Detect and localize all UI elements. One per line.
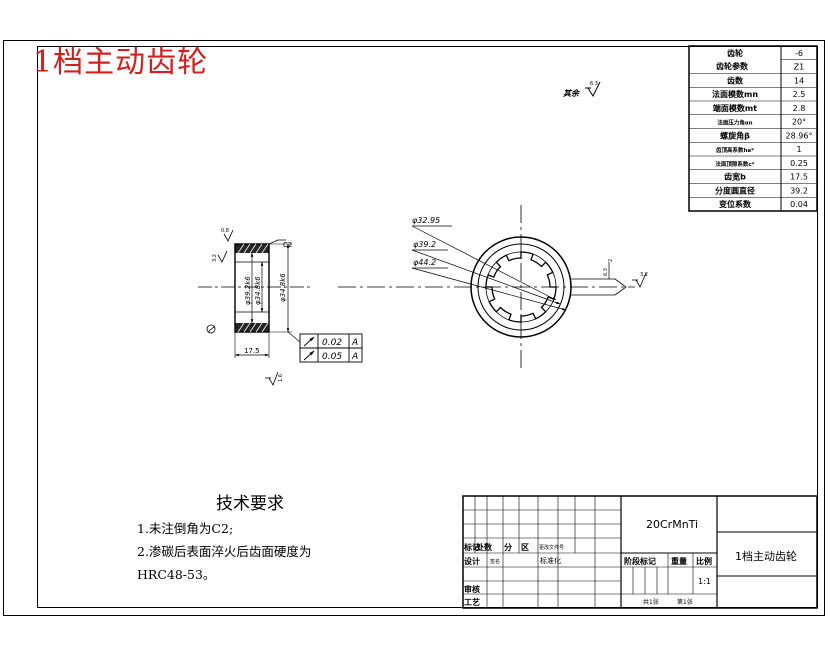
review-label: 审核	[464, 584, 480, 594]
table-header-label: 齿轮参数	[716, 61, 749, 71]
sheet-no: 第1张	[677, 598, 693, 606]
scale-label: 比例	[696, 556, 712, 566]
zone-label: 分	[504, 542, 512, 552]
table-param-value: 20°	[792, 118, 806, 127]
spline-note-2: 2	[608, 259, 614, 262]
bottom-tooth-hatch	[235, 323, 269, 332]
table-param-name: 齿轮	[727, 48, 743, 58]
dia-label-2: φ34.8k6	[254, 276, 262, 305]
weight-label: 重量	[671, 556, 687, 566]
dia-label-1: φ39.2k6	[244, 276, 252, 305]
gear-section-view: φ39.2k6 φ34.8k6 φ34.8k6 C2 0.8 3.2 17.5	[198, 228, 363, 386]
others-roughness-note: 其余 6.3	[563, 81, 601, 98]
chamfer-label: C2	[283, 241, 292, 249]
title-block: 20CrMnTi 1档主动齿轮 标记 处数 分 区 更改文件号 设计 签名 标准…	[462, 495, 818, 609]
outer-border	[3, 40, 825, 616]
table-param-name: 齿顶高系数ha*	[716, 146, 754, 154]
table-param-name: 法面压力角αn	[717, 119, 752, 127]
spline-note: 6.3	[603, 268, 609, 276]
front-dia-3: φ44.2	[413, 258, 436, 267]
tolerance-frame-2: 0.05 A	[299, 347, 363, 363]
table-param-name: 法面顶隙系数c*	[715, 160, 754, 168]
table-param-value: Z1	[794, 63, 805, 72]
region-label: 区	[521, 543, 529, 552]
table-param-value: 0.04	[790, 200, 808, 209]
table-param-name: 螺旋角β	[720, 130, 750, 140]
pitch-circle	[477, 243, 565, 331]
tol-2-datum: A	[351, 352, 358, 362]
tol-2-value: 0.05	[322, 352, 342, 362]
width-dim: 17.5	[244, 347, 260, 355]
table-param-value: -6	[795, 49, 803, 58]
outer-circle	[470, 236, 572, 338]
standard-label: 标准化	[540, 556, 561, 565]
table-param-value: 2.8	[793, 104, 806, 113]
dia-label-3: φ34.8k6	[279, 273, 287, 302]
others-label: 其余	[563, 88, 581, 98]
sheets-total: 共1张	[643, 598, 659, 606]
table-param-value: 14	[794, 76, 804, 85]
count-label: 处数	[475, 542, 493, 552]
design-sign: 签名	[490, 558, 500, 565]
top-tooth-hatch	[235, 244, 269, 253]
front-dia-2: φ39.2	[413, 240, 436, 249]
material: 20CrMnTi	[646, 518, 698, 531]
process-label: 工艺	[464, 597, 480, 607]
tech-line-2: 2.渗碳后表面淬火后齿面硬度为	[137, 544, 312, 559]
part-name: 1档主动齿轮	[735, 549, 797, 563]
table-param-name: 齿宽b	[724, 172, 746, 182]
front-dia-1: φ32.95	[412, 216, 440, 225]
table-param-value: 0.25	[790, 159, 808, 168]
others-roughness-value: 6.3	[590, 81, 598, 87]
spline-profile	[485, 251, 557, 323]
table-param-value: 2.5	[793, 90, 806, 99]
front-roughness: 3.2	[640, 272, 648, 278]
roughness-3: 1.6	[278, 374, 284, 382]
table-param-name: 法面模数mn	[712, 89, 758, 99]
gear-front-view: φ32.95 φ39.2 φ44.2 6.3 2 3.2	[338, 205, 648, 368]
tolerance-frame-1: 0.02 A	[299, 333, 363, 349]
inner-border	[37, 46, 818, 608]
roughness-2: 3.2	[212, 254, 218, 262]
table-param-name: 变位系数	[719, 199, 752, 209]
change-label: 更改文件号	[539, 544, 564, 551]
tech-line-3: HRC48-53。	[137, 567, 216, 582]
design-label: 设计	[464, 556, 480, 566]
tol-1-datum: A	[351, 338, 358, 348]
roughness-1: 0.8	[221, 228, 229, 234]
table-param-name: 齿数	[727, 75, 744, 85]
table-param-name: 分度圆直径	[715, 185, 755, 195]
tech-line-1: 1.未注倒角为C2;	[137, 521, 234, 536]
drawing-title: 1档主动齿轮	[33, 45, 209, 80]
tech-requirements-title: 技术要求	[216, 494, 284, 514]
tol-1-value: 0.02	[322, 338, 342, 348]
table-param-value: 1	[796, 145, 801, 154]
stage-label: 阶段标记	[624, 556, 656, 566]
table-param-value: 28.96°	[786, 131, 813, 140]
table-param-value: 39.2	[790, 186, 808, 195]
table-param-value: 17.5	[790, 173, 808, 182]
scale-value: 1:1	[698, 577, 711, 586]
gear-parameter-table: 齿轮 -6Z1 齿数 14 法面模数mn 2.5 端面模数mt 2.8 法面压力角αn 20° 螺旋…	[688, 45, 818, 212]
mark-label: 标记	[463, 542, 480, 552]
table-param-name: 端面模数mt	[713, 103, 757, 113]
